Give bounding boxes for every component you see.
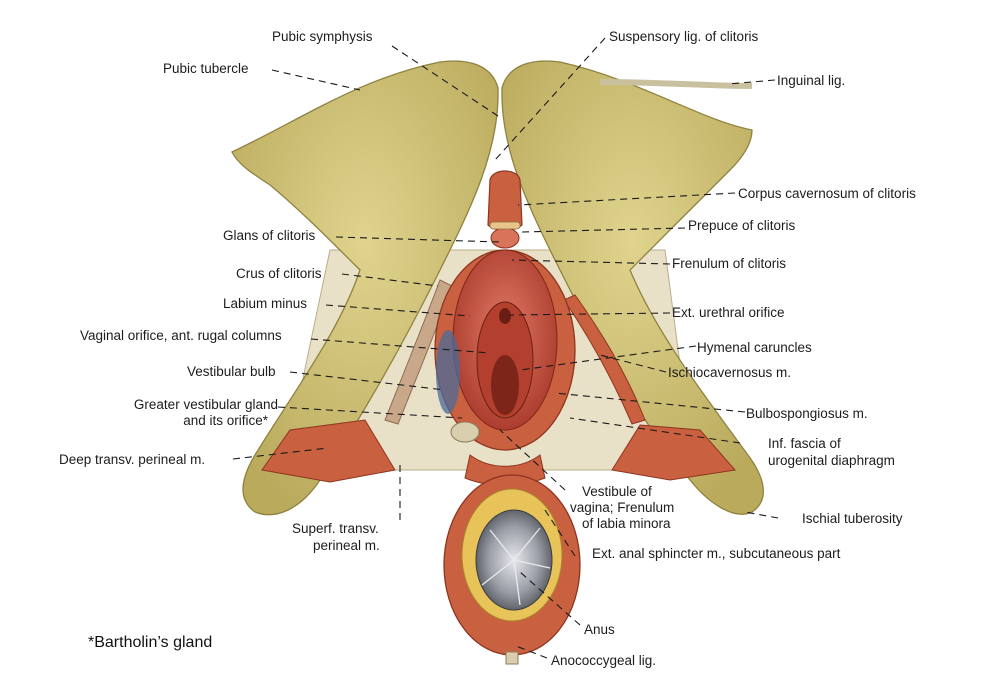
label-inguinal-lig: Inguinal lig. xyxy=(777,73,846,88)
label-suspensory-lig: Suspensory lig. of clitoris xyxy=(609,29,759,44)
label-inf-fascia-1: Inf. fascia of xyxy=(768,436,841,451)
label-greater-vestibular-2: and its orifice* xyxy=(183,413,268,428)
leader-lines xyxy=(232,37,779,659)
clitoris-body-shape xyxy=(487,170,523,231)
anus-folds xyxy=(481,527,551,606)
label-superf-transv-2: perineal m. xyxy=(313,538,380,553)
label-frenulum-clitoris: Frenulum of clitoris xyxy=(672,256,787,271)
label-anococcygeal: Anococcygeal lig. xyxy=(551,653,657,668)
label-superf-transv-1: Superf. transv. xyxy=(292,521,379,536)
ischiocavernosus-shape xyxy=(563,294,646,425)
right-deep-transverse-muscle xyxy=(611,424,736,481)
right-pubic-bone xyxy=(501,60,764,515)
label-corpus-cavernosum: Corpus cavernosum of clitoris xyxy=(738,186,916,201)
label-ext-urethral: Ext. urethral orifice xyxy=(672,305,785,320)
label-glans: Glans of clitoris xyxy=(223,228,316,243)
vaginal-orifice-shape xyxy=(491,355,519,415)
label-labium-minus: Labium minus xyxy=(223,296,308,311)
label-prepuce: Prepuce of clitoris xyxy=(688,218,796,233)
label-vestibular-bulb: Vestibular bulb xyxy=(187,364,276,379)
label-ischial-tuberosity: Ischial tuberosity xyxy=(802,511,903,526)
inguinal-ligament-shape xyxy=(599,79,753,89)
footnote: *Bartholin’s gland xyxy=(88,634,213,651)
label-pubic-tubercle: Pubic tubercle xyxy=(163,61,249,76)
label-deep-transv: Deep transv. perineal m. xyxy=(59,452,206,467)
label-anus: Anus xyxy=(584,622,615,637)
glans-shape xyxy=(490,227,520,249)
label-vestibule-3: of labia minora xyxy=(582,516,671,531)
label-pubic-symphysis: Pubic symphysis xyxy=(272,29,373,44)
greater-vestibular-gland-shape xyxy=(450,421,480,443)
label-greater-vestibular-1: Greater vestibular gland xyxy=(133,397,278,412)
label-ext-anal: Ext. anal sphincter m., subcutaneous par… xyxy=(592,546,841,561)
label-hymenal: Hymenal caruncles xyxy=(697,340,812,355)
urethral-orifice-shape xyxy=(499,308,511,324)
label-bulbospongiosus: Bulbospongiosus m. xyxy=(746,406,868,421)
label-inf-fascia-2: urogenital diaphragm xyxy=(768,453,895,468)
label-crus: Crus of clitoris xyxy=(236,266,322,281)
left-deep-transverse-muscle xyxy=(261,419,396,483)
label-vestibule-1: Vestibule of xyxy=(582,484,652,499)
vestibular-bulb-shape xyxy=(436,330,460,414)
label-ischiocavernosus: Ischiocavernosus m. xyxy=(668,365,792,380)
label-vestibule-2: vagina; Frenulum xyxy=(570,500,675,515)
anococcygeal-ligament-shape xyxy=(505,651,519,665)
label-vaginal-orifice: Vaginal orifice, ant. rugal columns xyxy=(80,328,282,343)
prepuce-shape xyxy=(489,221,521,230)
